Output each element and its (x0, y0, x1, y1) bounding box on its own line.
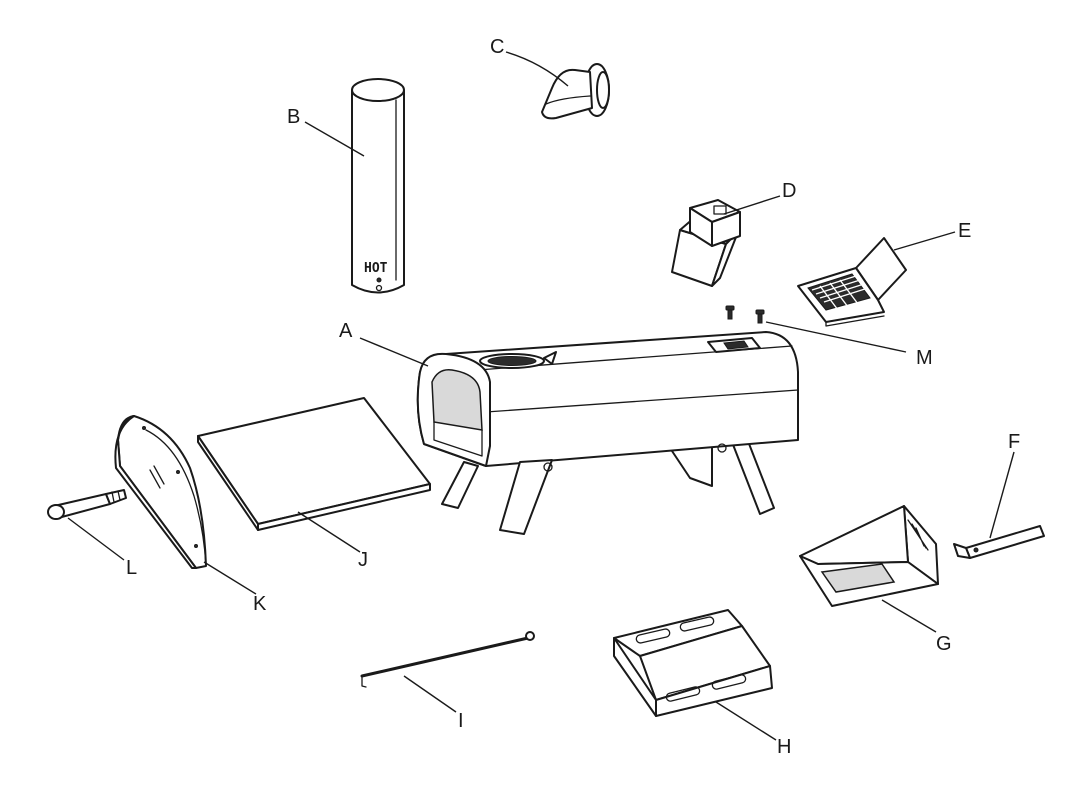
callout-l: L (126, 557, 137, 579)
part-d-regulator-box (671, 199, 741, 287)
callout-e: E (958, 220, 971, 242)
callout-b: B (287, 106, 300, 128)
part-h-tray (613, 609, 773, 717)
callout-j: J (358, 549, 368, 571)
part-i-rod (360, 631, 535, 688)
part-j-pizza-stone (197, 397, 431, 531)
part-f-bracket (953, 525, 1045, 559)
part-l-handle (47, 489, 127, 520)
callout-h: H (777, 736, 791, 758)
callout-d: D (782, 180, 796, 202)
part-k-door (114, 415, 207, 569)
grate-holes (807, 273, 871, 311)
callout-f: F (1008, 431, 1020, 453)
callout-c: C (490, 36, 504, 58)
callout-g: G (936, 633, 952, 655)
part-e-burner-screen (797, 237, 907, 327)
hot-warning-label: HOT (364, 261, 388, 276)
callout-a: A (339, 320, 353, 342)
callout-labels: A B C D E F G H I J K L M (126, 36, 1020, 758)
part-a-oven-body (416, 331, 799, 535)
part-m-screws (725, 305, 765, 324)
callout-m: M (916, 347, 933, 369)
leader-lines (67, 51, 1015, 741)
callout-i: I (458, 710, 464, 732)
callout-k: K (253, 593, 267, 615)
part-c-chimney-cap (541, 63, 610, 120)
part-g-hopper (799, 505, 939, 607)
part-b-chimney-pipe: HOT (351, 78, 405, 294)
